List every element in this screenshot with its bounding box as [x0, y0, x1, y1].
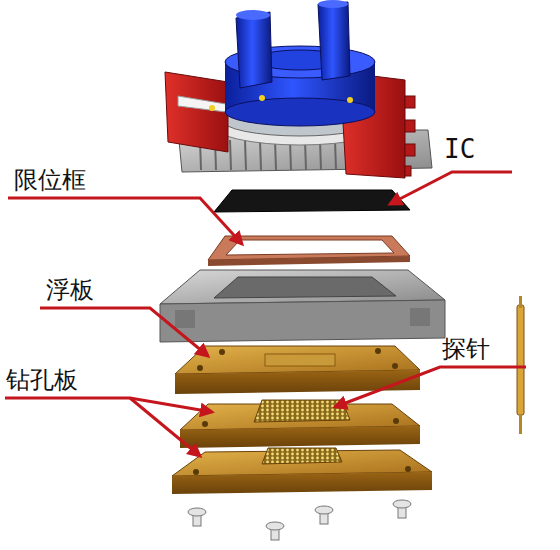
- ic-chip: [214, 190, 410, 212]
- drilled-plate-upper: [180, 400, 420, 448]
- probe-pin: [517, 296, 524, 434]
- part-label: 探针: [442, 337, 490, 361]
- floating-plate: [175, 346, 420, 394]
- part-label: 浮板: [46, 278, 94, 302]
- actuator-lid: [165, 0, 432, 178]
- leader-lines: [5, 172, 526, 456]
- part-label: 限位框: [14, 168, 86, 192]
- drilled-plate-lower: [172, 448, 432, 494]
- part-label: 钻孔板: [6, 368, 78, 392]
- screws: [188, 500, 411, 540]
- grey-frame: [160, 270, 445, 342]
- part-label: IC: [444, 136, 475, 162]
